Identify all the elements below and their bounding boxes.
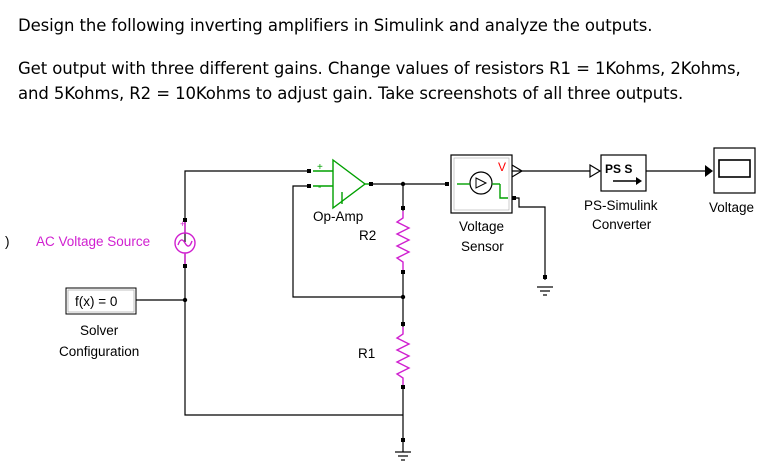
wire-source-to-opamp-plus xyxy=(184,170,307,242)
arrow-into-scope xyxy=(705,165,713,177)
converter-label-line2: Converter xyxy=(592,217,652,232)
resistor-r2-block[interactable]: R2 xyxy=(359,206,411,274)
converter-label-line1: PS-Simulink xyxy=(584,198,658,213)
junction-dot-top-right xyxy=(400,181,406,187)
solver-label-line1: Solver xyxy=(80,323,119,338)
svg-text:+: + xyxy=(317,162,323,173)
svg-text:+: + xyxy=(180,219,185,229)
op-amp-triangle-icon xyxy=(332,158,367,210)
sensor-label-line1: Voltage xyxy=(459,219,504,234)
sensor-label-line2: Sensor xyxy=(461,239,504,254)
op-amp-label: Op-Amp xyxy=(313,209,363,224)
svg-text:-: - xyxy=(318,182,321,193)
converter-block-text: PS S xyxy=(605,162,632,176)
sensor-v-label: V xyxy=(498,160,506,174)
resistor-r1-block[interactable]: R1 xyxy=(358,322,411,389)
solver-configuration-block[interactable]: f(x) = 0 Solver Configuration xyxy=(59,287,140,359)
op-amp-block[interactable]: + - Op-Amp xyxy=(307,158,373,224)
ps-simulink-converter-block[interactable]: PS S PS-Simulink Converter xyxy=(584,154,658,232)
r2-label: R2 xyxy=(359,228,376,243)
wire-opamp-minus-feedback xyxy=(292,185,403,298)
ground-sensor[interactable] xyxy=(537,275,553,296)
svg-text:): ) xyxy=(5,234,10,249)
arrow-into-converter xyxy=(589,163,602,179)
instruction-line-1: Design the following inverting amplifier… xyxy=(18,16,653,35)
solver-box xyxy=(65,287,137,315)
solver-block-text: f(x) = 0 xyxy=(75,294,117,309)
converter-box xyxy=(600,154,647,192)
ac-sine-icon xyxy=(177,239,193,247)
solver-label-line2: Configuration xyxy=(59,344,139,359)
instruction-line-2: Get output with three different gains. C… xyxy=(18,59,741,103)
scope-screen-icon xyxy=(718,159,751,178)
junction-dot-mid xyxy=(400,294,406,300)
r1-label: R1 xyxy=(358,346,375,361)
ac-voltage-source-label: AC Voltage Source xyxy=(36,234,150,249)
resistor-r1-zigzag-icon xyxy=(395,327,411,385)
voltage-sensor-block[interactable]: V Voltage Sensor xyxy=(445,154,516,254)
scope-block[interactable]: Voltage xyxy=(709,147,756,215)
scope-label: Voltage xyxy=(709,200,754,215)
ac-voltage-source-block[interactable]: ) AC Voltage Source + xyxy=(5,218,196,268)
voltmeter-icon xyxy=(469,171,493,195)
junction-dot-source xyxy=(182,297,188,303)
wire-source-bottom xyxy=(184,254,403,416)
wire-sensor-ground xyxy=(512,197,546,280)
resistor-r2-zigzag-icon xyxy=(395,211,411,270)
ground-bottom[interactable] xyxy=(395,438,411,461)
